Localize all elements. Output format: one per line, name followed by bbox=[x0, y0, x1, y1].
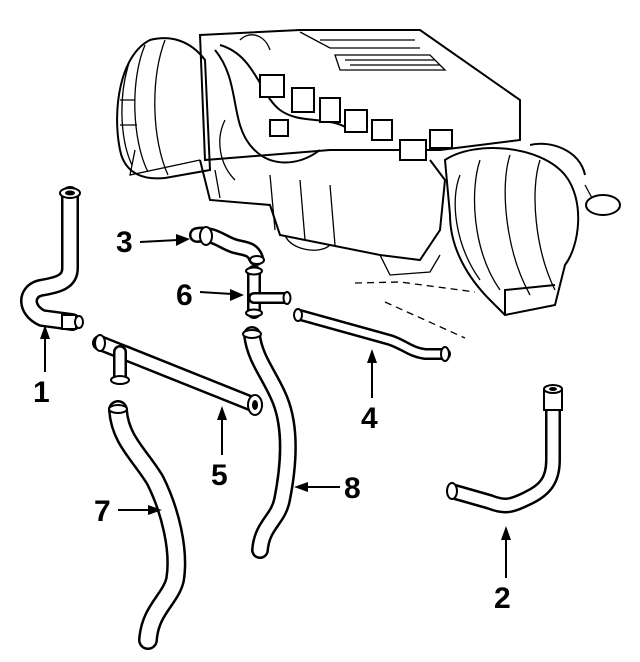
callout-7: 7 bbox=[94, 495, 111, 528]
pipe-part-5 bbox=[92, 334, 263, 416]
heater-core-assembly bbox=[116, 29, 621, 317]
callout-8: 8 bbox=[344, 472, 361, 505]
hose-part-7 bbox=[108, 400, 187, 650]
tee-connector-part-6 bbox=[245, 265, 292, 319]
hose-part-3 bbox=[189, 226, 265, 266]
callout-4: 4 bbox=[361, 402, 378, 435]
callout-1: 1 bbox=[33, 376, 50, 409]
hose-part-8 bbox=[242, 326, 297, 559]
callout-arrows bbox=[40, 234, 511, 578]
callout-5: 5 bbox=[211, 459, 228, 492]
callout-6: 6 bbox=[176, 279, 193, 312]
dashed-leader-lines bbox=[354, 281, 476, 339]
pipe-part-4 bbox=[293, 308, 451, 362]
callout-2: 2 bbox=[494, 582, 511, 615]
hose-part-1 bbox=[20, 186, 84, 331]
callout-3: 3 bbox=[116, 226, 133, 259]
pipe-part-2 bbox=[446, 384, 563, 514]
